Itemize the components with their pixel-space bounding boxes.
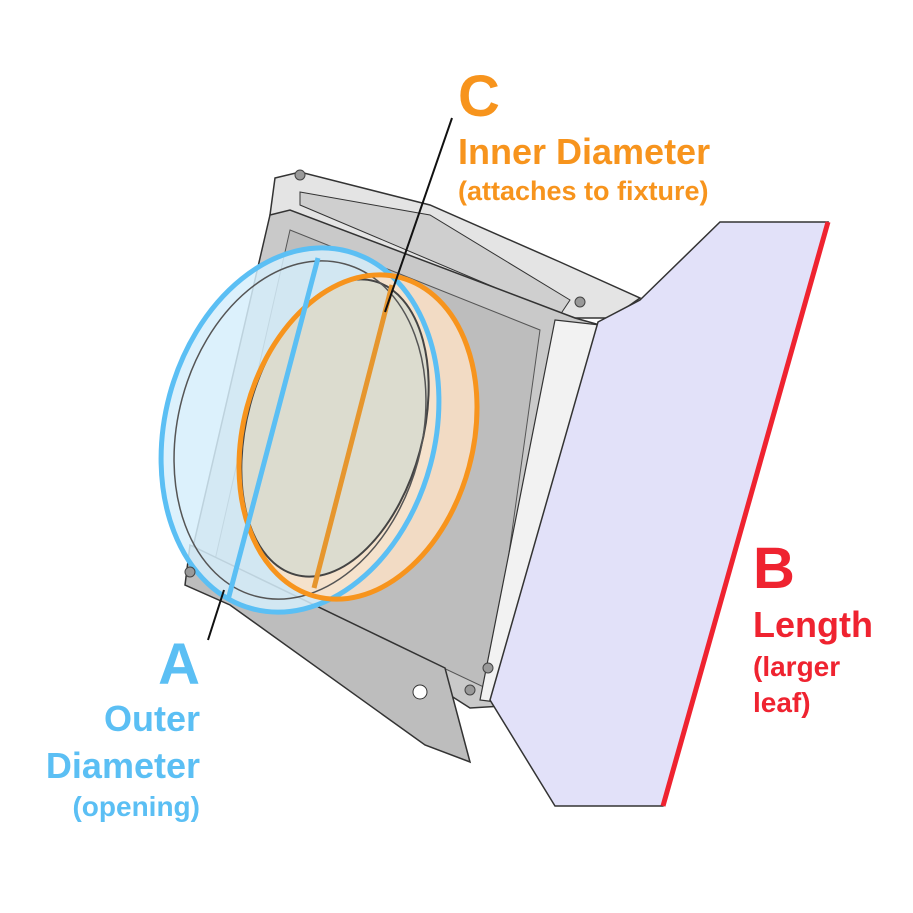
label-c-letter: C bbox=[458, 64, 500, 129]
outer-diameter-ring bbox=[158, 245, 442, 615]
leader-c bbox=[384, 117, 453, 313]
tray-hole bbox=[412, 684, 428, 700]
label-b-letter: B bbox=[753, 536, 795, 601]
label-b-subtitle-1: (larger bbox=[753, 651, 840, 682]
top-lip bbox=[299, 191, 571, 316]
label-a-subtitle: (opening) bbox=[72, 791, 200, 822]
label-b-title: Length bbox=[753, 604, 873, 645]
label-c-title: Inner Diameter bbox=[458, 131, 710, 172]
inner-diameter-ring bbox=[236, 272, 480, 602]
outer-inner-edge bbox=[173, 260, 427, 600]
label-b-subtitle-2: leaf) bbox=[753, 687, 811, 718]
label-a-title-1: Outer bbox=[104, 698, 200, 739]
length-line bbox=[660, 221, 831, 807]
label-c-subtitle: (attaches to fixture) bbox=[458, 176, 709, 206]
label-a-letter: A bbox=[158, 632, 200, 697]
fastener-icons bbox=[184, 169, 586, 696]
damper-leaf bbox=[489, 221, 829, 807]
leader-a bbox=[207, 589, 225, 641]
label-a-title-2: Diameter bbox=[46, 745, 200, 786]
outer-diameter-line bbox=[225, 257, 321, 601]
inner-diameter-line bbox=[311, 284, 395, 589]
